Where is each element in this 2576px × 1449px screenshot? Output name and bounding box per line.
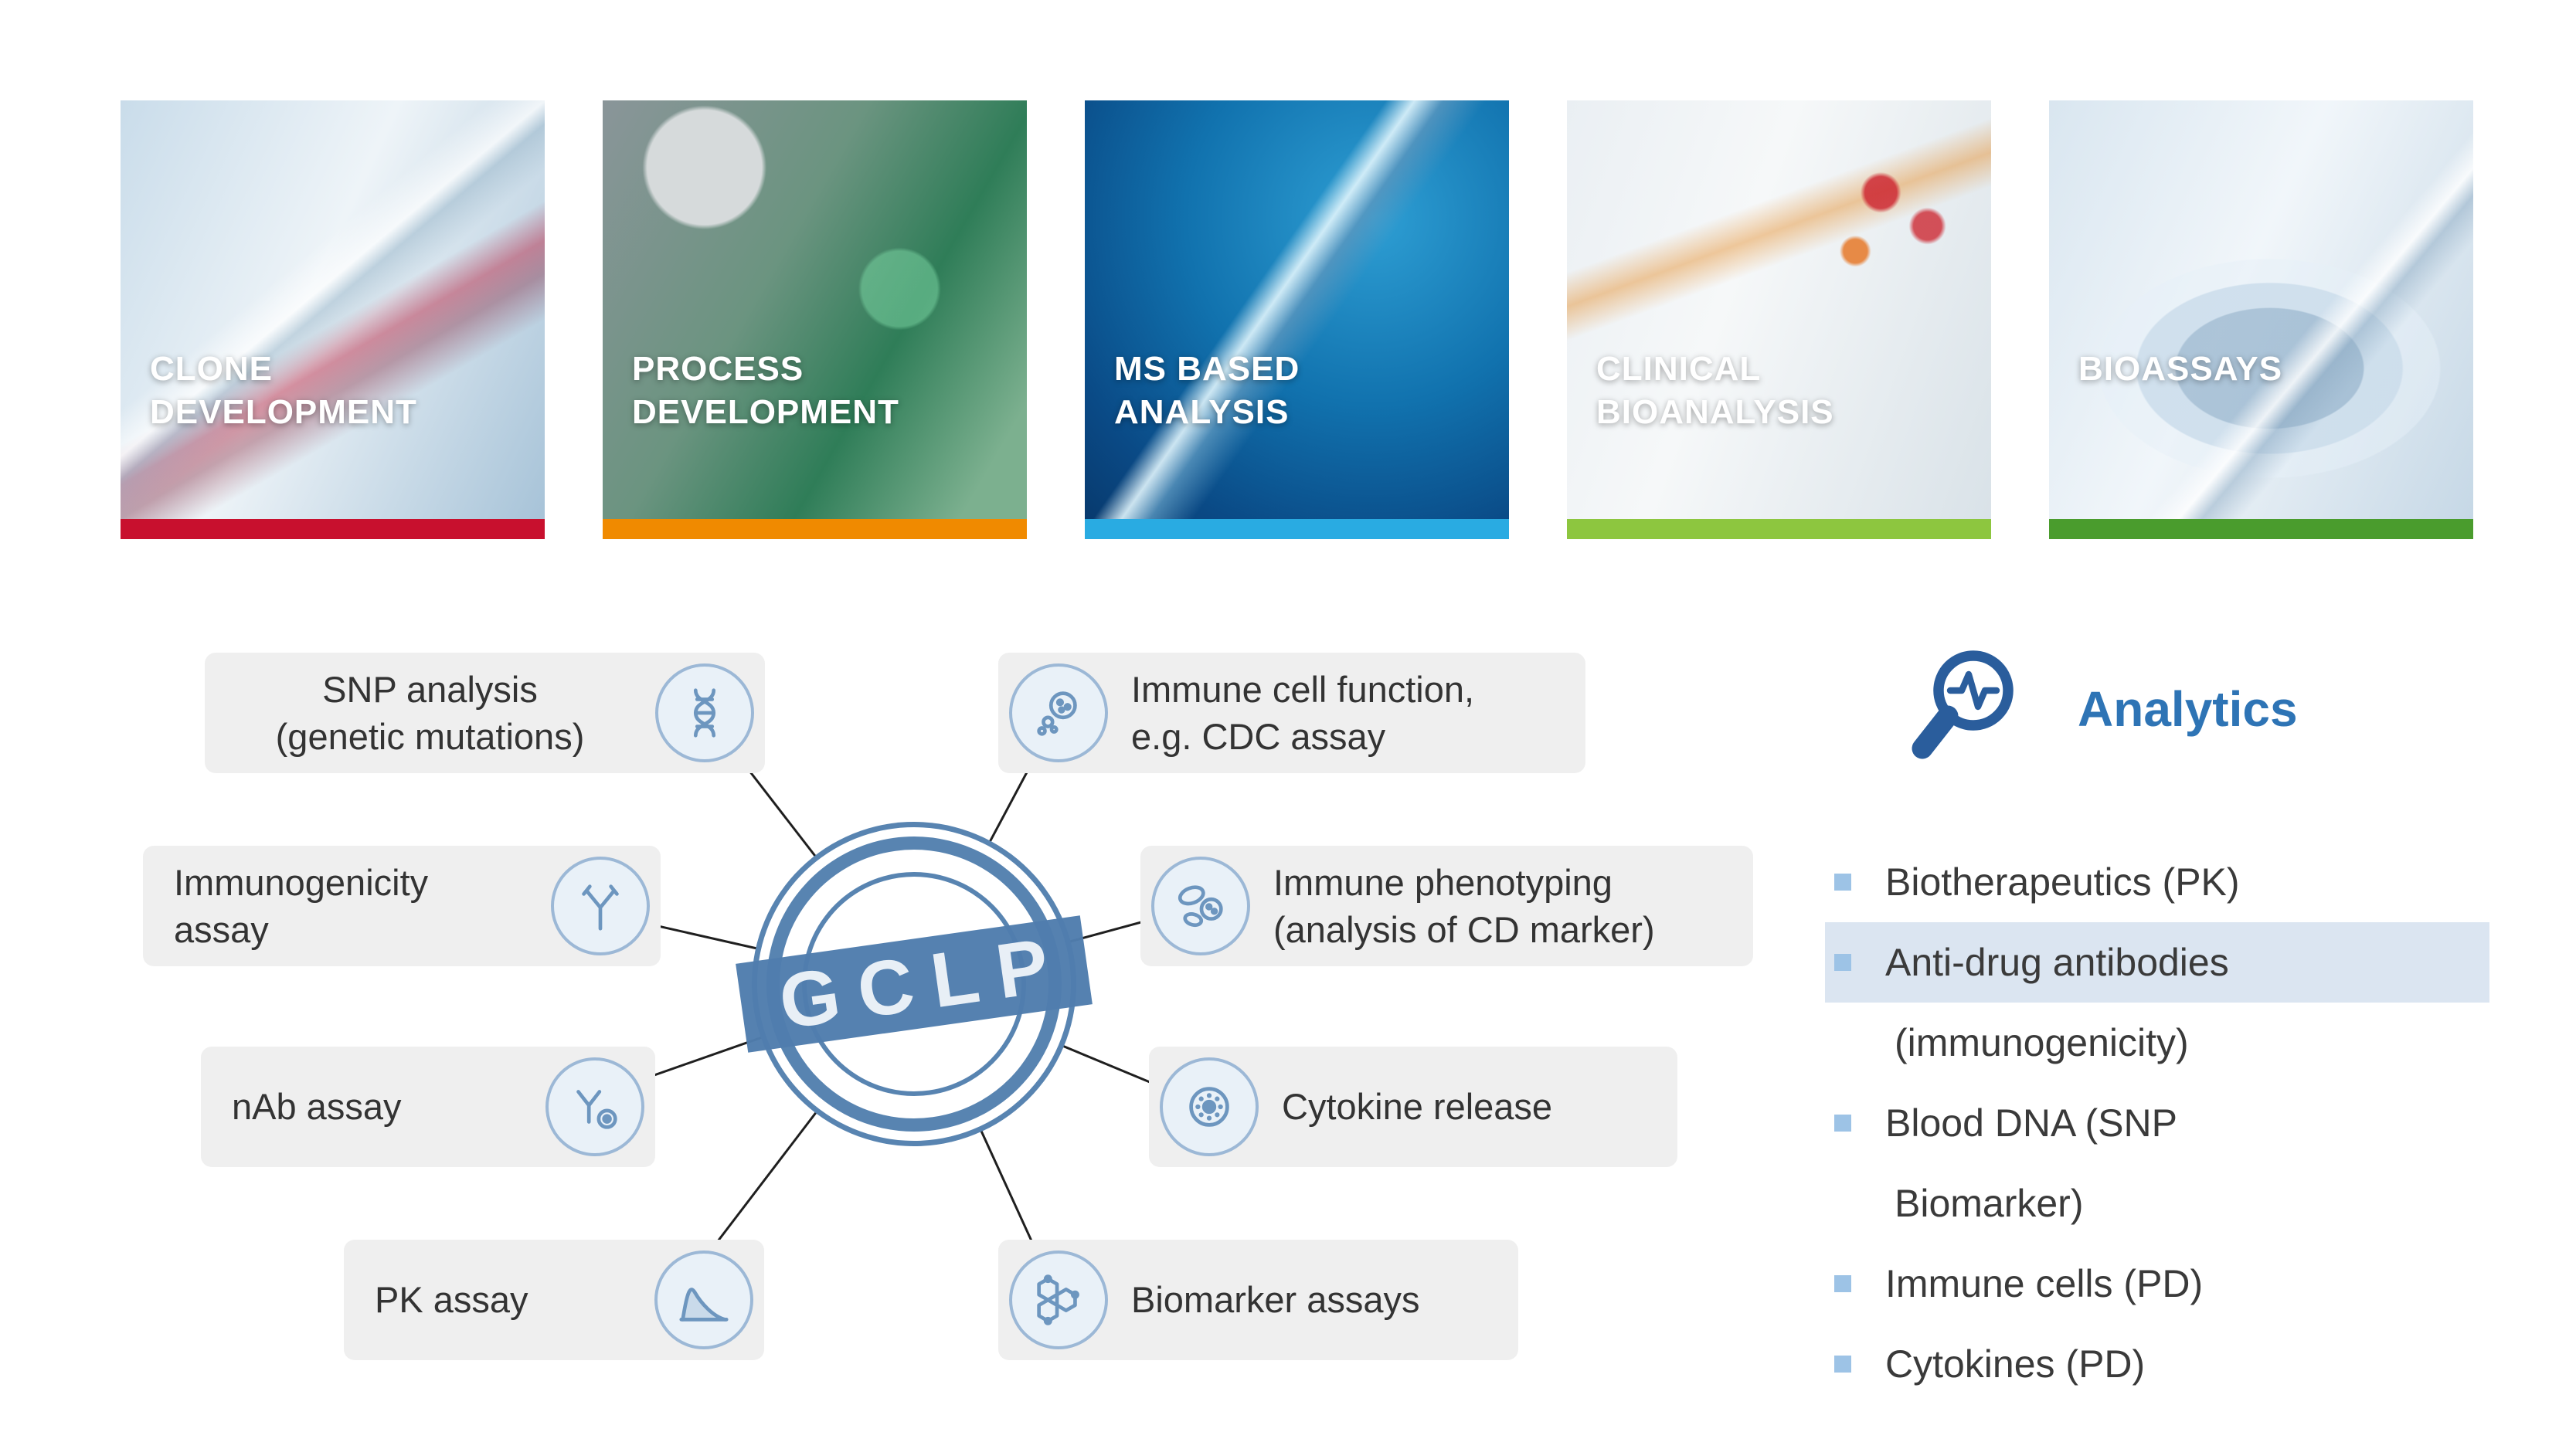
card-title: CLINICAL BIOANALYSIS bbox=[1596, 348, 1834, 435]
node-label-line1: Immunogenicity bbox=[174, 861, 429, 903]
card-title-line1: CLINICAL bbox=[1596, 350, 1762, 388]
card-title-line1: CLONE bbox=[150, 350, 273, 388]
list-item-text: Biomarker) bbox=[1895, 1182, 2084, 1225]
list-item-cytokines: Cytokines (PD) bbox=[1825, 1324, 2489, 1404]
card-title-line2: BIOANALYSIS bbox=[1596, 393, 1834, 432]
molecule-icon bbox=[1009, 1250, 1108, 1349]
list-item-anti-drug-antibodies: Anti-drug antibodies bbox=[1825, 922, 2489, 1003]
dna-icon bbox=[655, 663, 754, 762]
node-label-line2: assay bbox=[174, 909, 269, 950]
node-label-line2: (analysis of CD marker) bbox=[1273, 909, 1655, 950]
bullet-square-icon bbox=[1834, 1356, 1851, 1373]
immune-phenotyping-icon bbox=[1151, 857, 1250, 955]
card-photo-bioassays bbox=[2049, 100, 2473, 519]
node-label: Immune cell function, e.g. CDC assay bbox=[1131, 666, 1474, 760]
card-color-bar bbox=[2049, 519, 2473, 539]
list-item-anti-drug-antibodies-line2: (immunogenicity) bbox=[1825, 1003, 2489, 1083]
card-ms-based-analysis: MS BASED ANALYSIS bbox=[1085, 100, 1509, 539]
analytics-title: Analytics bbox=[2078, 680, 2298, 737]
cytokine-icon bbox=[1160, 1057, 1259, 1156]
node-label-line1: Cytokine release bbox=[1282, 1086, 1553, 1128]
card-title: MS BASED ANALYSIS bbox=[1114, 348, 1300, 435]
nab-antibody-icon bbox=[545, 1057, 644, 1156]
bullet-square-icon bbox=[1834, 954, 1851, 971]
analytics-header: Analytics bbox=[1897, 637, 2298, 780]
list-item-text: Blood DNA (SNP bbox=[1885, 1101, 2177, 1145]
list-item-text: Immune cells (PD) bbox=[1885, 1262, 2204, 1305]
card-bioassays: BIOASSAYS bbox=[2049, 100, 2473, 539]
card-photo-ms-based-analysis bbox=[1085, 100, 1509, 519]
node-label: nAb assay bbox=[232, 1083, 401, 1130]
card-title-line1: PROCESS bbox=[632, 350, 804, 388]
node-label-line1: PK assay bbox=[375, 1279, 528, 1321]
node-biomarker-assays: Biomarker assays bbox=[998, 1240, 1518, 1360]
card-color-bar bbox=[121, 519, 545, 539]
node-label-line1: nAb assay bbox=[232, 1086, 402, 1128]
node-immunogenicity-assay: Immunogenicity assay bbox=[143, 846, 661, 966]
list-item-blood-dna: Blood DNA (SNP bbox=[1825, 1083, 2489, 1163]
node-label-line1: Immune phenotyping bbox=[1273, 861, 1613, 903]
node-label: SNP analysis (genetic mutations) bbox=[205, 666, 655, 760]
list-item-text: Cytokines (PD) bbox=[1885, 1342, 2146, 1386]
card-title-line2: ANALYSIS bbox=[1114, 393, 1290, 432]
node-label-line1: SNP analysis bbox=[322, 668, 538, 710]
bullet-square-icon bbox=[1834, 1275, 1851, 1292]
immune-cell-icon bbox=[1009, 663, 1108, 762]
card-clone-development: CLONE DEVELOPMENT bbox=[121, 100, 545, 539]
list-item-biotherapeutics: Biotherapeutics (PK) bbox=[1825, 842, 2489, 922]
card-title-line1: MS BASED bbox=[1114, 350, 1300, 388]
card-photo-process-development bbox=[603, 100, 1027, 519]
node-label: PK assay bbox=[375, 1276, 528, 1323]
node-nab-assay: nAb assay bbox=[201, 1047, 655, 1167]
magnifier-pulse-icon bbox=[1897, 637, 2036, 780]
bullet-square-icon bbox=[1834, 874, 1851, 891]
node-label: Immune phenotyping (analysis of CD marke… bbox=[1273, 859, 1655, 953]
bullet-square-icon bbox=[1834, 1115, 1851, 1132]
card-title-line2: DEVELOPMENT bbox=[150, 393, 417, 432]
card-color-bar bbox=[603, 519, 1027, 539]
node-label-line1: Immune cell function, bbox=[1131, 668, 1475, 710]
card-photo-clinical-bioanalysis bbox=[1567, 100, 1991, 519]
list-item-blood-dna-line2: Biomarker) bbox=[1825, 1163, 2489, 1244]
node-label-line1: Biomarker assays bbox=[1131, 1279, 1420, 1321]
list-item-text: (immunogenicity) bbox=[1895, 1021, 2189, 1064]
node-immune-cell-function: Immune cell function, e.g. CDC assay bbox=[998, 653, 1585, 773]
node-label: Immunogenicity assay bbox=[174, 859, 428, 953]
card-title: CLONE DEVELOPMENT bbox=[150, 348, 417, 435]
antibody-icon bbox=[551, 857, 650, 955]
node-label: Biomarker assays bbox=[1131, 1276, 1420, 1323]
card-clinical-bioanalysis: CLINICAL BIOANALYSIS bbox=[1567, 100, 1991, 539]
card-color-bar bbox=[1085, 519, 1509, 539]
node-label-line2: (genetic mutations) bbox=[275, 716, 585, 757]
card-title-line2: DEVELOPMENT bbox=[632, 393, 899, 432]
list-item-text: Anti-drug antibodies bbox=[1885, 941, 2229, 984]
card-title: PROCESS DEVELOPMENT bbox=[632, 348, 899, 435]
node-immune-phenotyping: Immune phenotyping (analysis of CD marke… bbox=[1140, 846, 1753, 966]
card-title: BIOASSAYS bbox=[2078, 348, 2282, 391]
node-label-line2: e.g. CDC assay bbox=[1131, 716, 1386, 757]
pk-curve-icon bbox=[654, 1250, 753, 1349]
analytics-list: Biotherapeutics (PK) Anti-drug antibodie… bbox=[1825, 842, 2489, 1404]
card-title-line1: BIOASSAYS bbox=[2078, 350, 2283, 388]
card-photo-clone-development bbox=[121, 100, 545, 519]
list-item-text: Biotherapeutics (PK) bbox=[1885, 860, 2240, 904]
node-snp-analysis: SNP analysis (genetic mutations) bbox=[205, 653, 765, 773]
list-item-immune-cells: Immune cells (PD) bbox=[1825, 1244, 2489, 1324]
card-process-development: PROCESS DEVELOPMENT bbox=[603, 100, 1027, 539]
node-cytokine-release: Cytokine release bbox=[1149, 1047, 1677, 1167]
node-label: Cytokine release bbox=[1282, 1083, 1552, 1130]
node-pk-assay: PK assay bbox=[344, 1240, 764, 1360]
card-color-bar bbox=[1567, 519, 1991, 539]
